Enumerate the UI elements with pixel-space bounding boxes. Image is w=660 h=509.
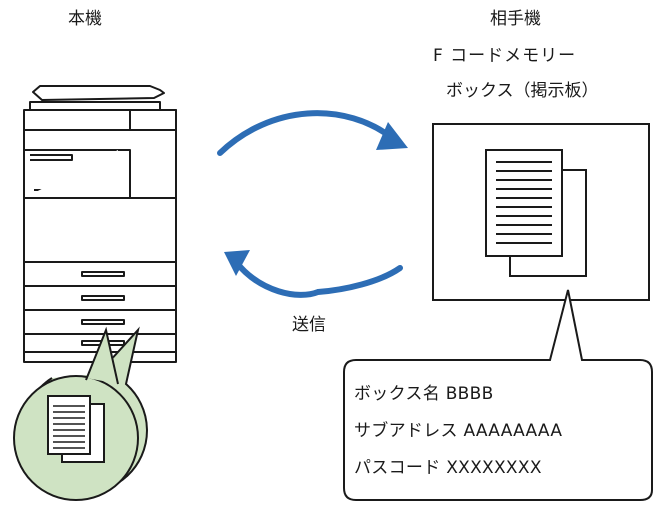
box-name-text: ボックス名 BBBB xyxy=(354,384,494,404)
request-arrow-icon xyxy=(217,110,408,156)
f-code-memory-label: F コードメモリー xyxy=(433,46,577,66)
mfp-printer-icon xyxy=(23,85,177,363)
remote-document-icon xyxy=(485,149,587,277)
passcode-text: パスコード XXXXXXXX xyxy=(354,458,542,478)
local-machine-label: 本機 xyxy=(68,9,102,29)
sub-address-text: サブアドレス AAAAAAAA xyxy=(354,421,563,441)
send-arrow-icon xyxy=(224,250,403,298)
remote-machine-label: 相手機 xyxy=(490,9,541,29)
send-label: 送信 xyxy=(292,315,326,335)
bulletin-box-label: ボックス（掲示板） xyxy=(446,81,599,101)
box-info-callout xyxy=(343,289,653,501)
local-document-icon xyxy=(47,395,105,463)
